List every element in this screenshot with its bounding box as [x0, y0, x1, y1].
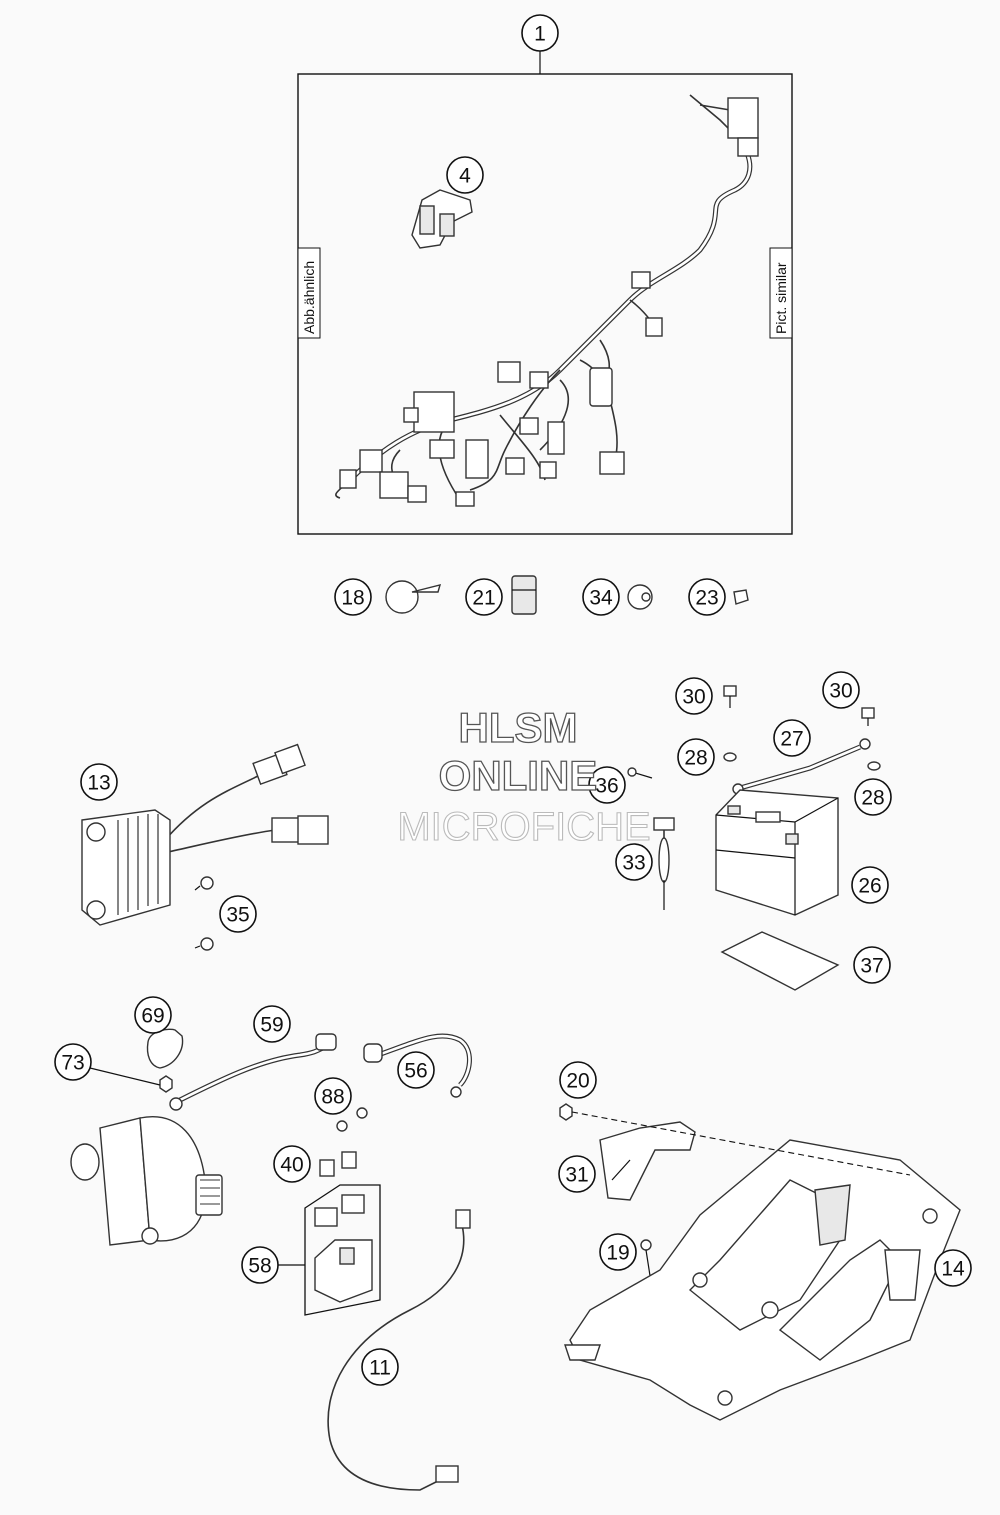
watermark-line-1: HLSM — [459, 704, 578, 751]
watermark-line-2: ONLINE — [439, 752, 598, 799]
part-31-holder — [599, 1121, 696, 1201]
svg-text:69: 69 — [141, 1005, 164, 1028]
part-40-fuses — [319, 1151, 357, 1177]
part-23-clip — [733, 589, 749, 605]
svg-text:26: 26 — [858, 875, 881, 898]
callout-69[interactable]: 69 — [134, 996, 172, 1034]
callout-37[interactable]: 37 — [853, 946, 891, 984]
callout-18[interactable]: 18 — [334, 578, 372, 616]
part-28-washers — [723, 752, 881, 771]
svg-text:31: 31 — [565, 1164, 588, 1187]
watermark-line-3: MICROFICHE — [397, 805, 650, 849]
callout-27[interactable]: 27 — [773, 719, 811, 757]
part-35-screws — [194, 876, 214, 951]
callout-28-right[interactable]: 28 — [854, 778, 892, 816]
svg-text:1: 1 — [534, 23, 546, 46]
svg-text:56: 56 — [404, 1060, 427, 1083]
part-37-battery-pad — [720, 931, 840, 991]
starter-motor — [70, 1116, 223, 1246]
callout-20[interactable]: 20 — [559, 1061, 597, 1099]
callout-23[interactable]: 23 — [688, 578, 726, 616]
svg-text:88: 88 — [321, 1086, 344, 1109]
svg-text:73: 73 — [61, 1052, 84, 1075]
callout-33[interactable]: 33 — [615, 843, 653, 881]
callout-36[interactable]: 36 — [588, 766, 626, 804]
callout-13[interactable]: 13 — [80, 763, 118, 801]
svg-text:19: 19 — [606, 1242, 629, 1265]
part-56-ground-cable — [363, 1033, 472, 1098]
wiring-harness-drawing — [335, 94, 759, 507]
part-36-screw — [627, 767, 653, 779]
part-4-relay-bracket — [411, 189, 473, 249]
svg-text:11: 11 — [369, 1357, 391, 1380]
callout-14[interactable]: 14 — [934, 1249, 972, 1287]
svg-text:58: 58 — [248, 1255, 271, 1278]
callout-30-right[interactable]: 30 — [822, 671, 860, 709]
svg-text:28: 28 — [861, 787, 884, 810]
part-11-cable — [327, 1209, 471, 1491]
label-abb-aehnlich: Abb.ähnlich — [301, 261, 317, 334]
part-73-nut — [159, 1075, 173, 1093]
callout-35[interactable]: 35 — [219, 895, 257, 933]
callout-88[interactable]: 88 — [314, 1077, 352, 1115]
callout-28-left[interactable]: 28 — [677, 738, 715, 776]
label-pict-similar: Pict. similar — [773, 262, 789, 334]
part-27-battery-cable — [732, 738, 871, 795]
part-26-battery — [715, 789, 839, 916]
callout-34[interactable]: 34 — [582, 578, 620, 616]
callout-59[interactable]: 59 — [253, 1005, 291, 1043]
svg-text:59: 59 — [260, 1014, 283, 1037]
part-69-cap — [146, 1028, 184, 1069]
part-20-nut — [559, 1103, 573, 1121]
svg-text:14: 14 — [941, 1258, 965, 1281]
part-88-screws — [336, 1107, 368, 1132]
callout-30-left[interactable]: 30 — [675, 677, 713, 715]
watermark: HLSM ONLINE MICROFICHE — [397, 703, 651, 849]
svg-text:21: 21 — [472, 587, 495, 610]
part-13-voltage-regulator — [81, 743, 329, 926]
svg-text:35: 35 — [226, 904, 249, 927]
svg-text:37: 37 — [860, 955, 883, 978]
callout-19[interactable]: 19 — [599, 1233, 637, 1271]
svg-text:36: 36 — [595, 775, 618, 798]
callout-56[interactable]: 56 — [397, 1051, 435, 1089]
callout-1[interactable]: 1 — [521, 14, 559, 52]
callout-4[interactable]: 4 — [446, 156, 484, 194]
svg-text:30: 30 — [829, 680, 852, 703]
part-34-cable-clip — [627, 584, 653, 610]
callout-11[interactable]: 11 — [361, 1348, 399, 1386]
wiring-harness-group: Abb.ähnlich Pict. similar — [297, 48, 793, 535]
part-21-connector — [511, 575, 537, 615]
part-58-relay-box — [304, 1184, 381, 1316]
svg-text:20: 20 — [566, 1070, 589, 1093]
part-30-screws — [723, 685, 875, 726]
svg-text:23: 23 — [695, 587, 718, 610]
part-59-starter-cable — [169, 1033, 337, 1111]
svg-text:13: 13 — [87, 772, 110, 795]
callout-21[interactable]: 21 — [465, 578, 503, 616]
svg-text:40: 40 — [280, 1154, 303, 1177]
svg-text:28: 28 — [684, 747, 707, 770]
callout-31[interactable]: 31 — [558, 1155, 596, 1193]
callout-40[interactable]: 40 — [273, 1145, 311, 1183]
svg-text:4: 4 — [459, 165, 471, 188]
part-33-sensor — [653, 817, 675, 910]
part-14-battery-box — [564, 1111, 961, 1421]
callout-58[interactable]: 58 — [241, 1246, 279, 1284]
callout-73[interactable]: 73 — [54, 1043, 92, 1081]
svg-text:34: 34 — [589, 587, 613, 610]
part-18-cable-tie — [385, 580, 442, 614]
callout-26[interactable]: 26 — [851, 866, 889, 904]
svg-text:18: 18 — [341, 587, 364, 610]
svg-text:33: 33 — [622, 852, 645, 875]
svg-text:30: 30 — [682, 686, 705, 709]
svg-text:27: 27 — [780, 728, 803, 751]
